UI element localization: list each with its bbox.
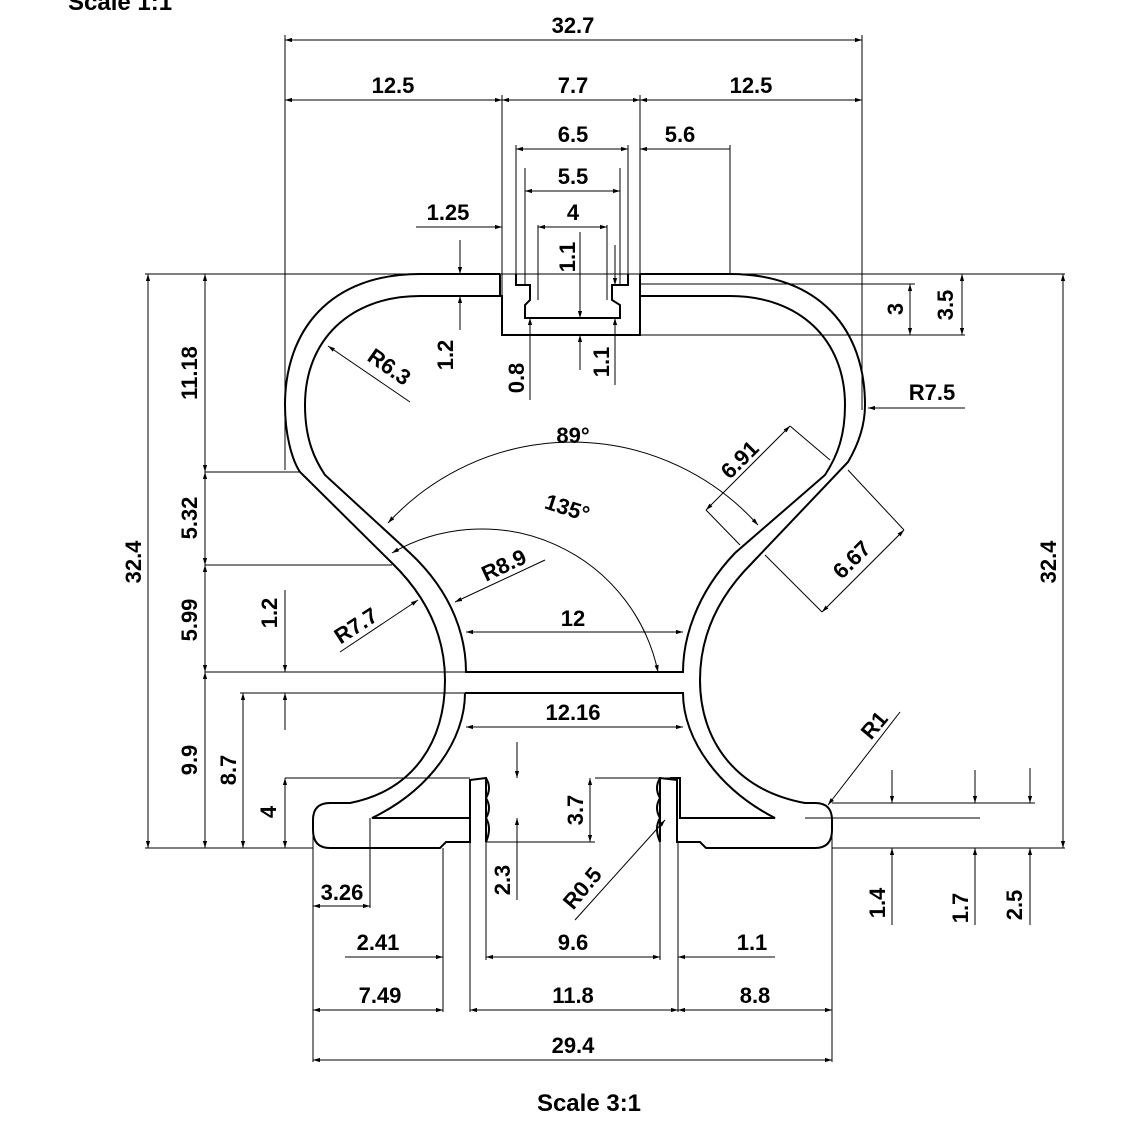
dim-right-height-total: 32.4 xyxy=(1036,540,1061,584)
dim-left-wall-1-2: 1.2 xyxy=(257,598,282,629)
dim-foot-3-26: 3.26 xyxy=(321,880,364,905)
dim-wall-thick-top: 1.2 xyxy=(433,340,458,371)
dim-bottom-9-6: 9.6 xyxy=(558,930,589,955)
dim-bottom-1-1: 1.1 xyxy=(737,930,768,955)
dim-slot-mid: 5.5 xyxy=(558,164,589,189)
dim-foot-3-7: 3.7 xyxy=(563,795,588,826)
dim-radius-top-left: R6.3 xyxy=(363,343,415,390)
dim-inner-12: 12 xyxy=(561,606,585,631)
dim-bottom-7-49: 7.49 xyxy=(359,983,402,1008)
dim-inner-12-16: 12.16 xyxy=(545,700,600,725)
dim-right-2-5: 2.5 xyxy=(1002,890,1027,921)
dim-right-1-4: 1.4 xyxy=(865,887,890,918)
dim-left-5-32: 5.32 xyxy=(177,497,202,540)
dim-slot-inner: 4 xyxy=(567,200,580,225)
dim-angle-89: 89° xyxy=(556,423,589,448)
dimension-labels: 32.7 12.5 7.7 12.5 6.5 5.6 5.5 1.25 4 1.… xyxy=(121,13,1061,1058)
dim-diag-6-91: 6.91 xyxy=(716,436,764,484)
dim-radius-r0-5: R0.5 xyxy=(558,862,607,914)
dim-top-right: 12.5 xyxy=(730,73,773,98)
inner-contour xyxy=(303,295,847,673)
dim-left-5-99: 5.99 xyxy=(177,599,202,642)
dim-right-3-5: 3.5 xyxy=(933,290,958,321)
top-slot xyxy=(499,274,641,336)
dim-angle-135: 135° xyxy=(542,489,593,527)
web-lower xyxy=(371,692,776,819)
dim-bottom-8-8: 8.8 xyxy=(740,983,771,1008)
dim-radius-top-right: R7.5 xyxy=(909,380,955,405)
dim-foot-2-3: 2.3 xyxy=(490,865,515,896)
dim-slot-depth-b: 1.1 xyxy=(589,347,614,378)
dim-slot-right-offset: 5.6 xyxy=(665,122,696,147)
dim-radius-r1: R1 xyxy=(856,706,893,744)
dim-left-4: 4 xyxy=(256,805,281,818)
dim-right-3: 3 xyxy=(883,303,908,315)
dim-bottom-total: 29.4 xyxy=(552,1033,596,1058)
dim-top-center: 7.7 xyxy=(558,73,589,98)
dim-slot-floor: 0.8 xyxy=(504,363,529,394)
foot-ridge-left xyxy=(484,777,490,843)
dim-overall-width: 32.7 xyxy=(552,13,595,38)
dim-radius-8-9: R8.9 xyxy=(477,544,530,586)
bottom-scale-label: Scale 3:1 xyxy=(537,1090,641,1117)
dim-slot-outer: 6.5 xyxy=(558,122,589,147)
dim-right-1-7: 1.7 xyxy=(948,893,973,924)
dim-left-height-total: 32.4 xyxy=(121,540,146,584)
dim-left-11-18: 11.18 xyxy=(177,346,202,400)
dim-wall-left: 1.25 xyxy=(427,200,470,225)
top-scale-label: Scale 1:1 xyxy=(68,0,172,16)
dim-bottom-2-41: 2.41 xyxy=(357,930,400,955)
dim-diag-6-67: 6.67 xyxy=(828,536,876,584)
dim-left-9-9: 9.9 xyxy=(177,745,202,776)
dim-slot-depth-a: 1.1 xyxy=(555,242,580,273)
dimension-lines xyxy=(145,35,1066,1063)
dim-top-left: 12.5 xyxy=(372,73,415,98)
dim-left-8-7: 8.7 xyxy=(216,755,241,786)
dim-bottom-11-8: 11.8 xyxy=(552,983,594,1008)
